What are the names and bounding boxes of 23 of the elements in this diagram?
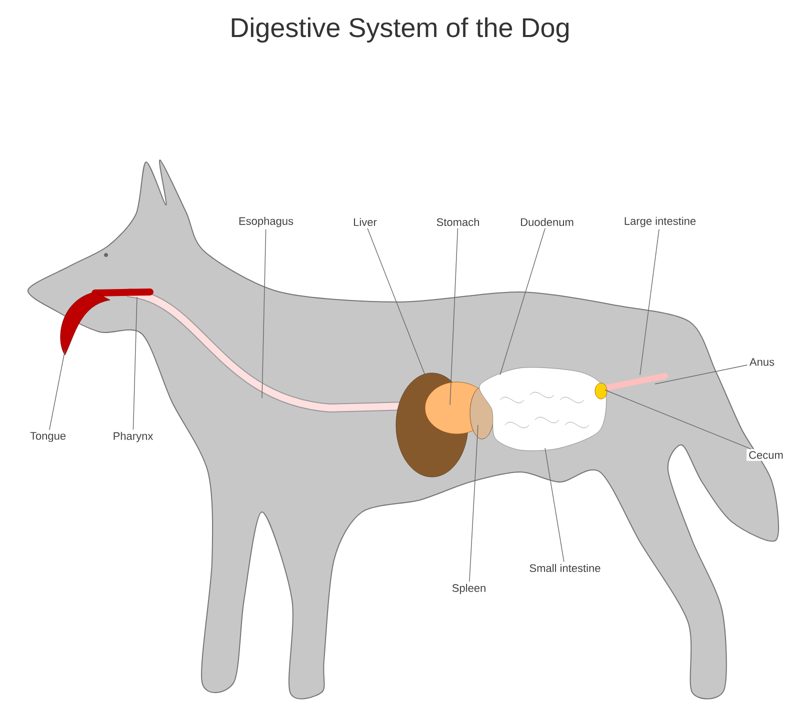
leader-line (604, 390, 752, 450)
leader-line (367, 228, 426, 376)
part-label: Esophagus (236, 214, 296, 230)
leader-line (262, 228, 266, 398)
part-label: Small intestine (527, 562, 603, 574)
part-label: Cecum (746, 449, 786, 461)
part-label: Liver (351, 216, 379, 228)
title: Digestive System of the Dog (232, 17, 569, 43)
part-label: Spleen (450, 582, 488, 596)
leader-line (49, 350, 66, 430)
leader-line (500, 228, 546, 376)
leader-line (640, 228, 660, 376)
part-label: Large intestine (622, 214, 698, 230)
leader-line (450, 228, 458, 406)
part-label: Anus (747, 356, 777, 368)
part-label: Pharynx (110, 430, 156, 444)
leader-line (469, 424, 478, 582)
part-label: Duodenum (518, 216, 576, 228)
leader-line (544, 448, 564, 562)
part-label: Stomach (434, 216, 482, 228)
part-label: Tongue (28, 430, 68, 444)
leader-line (654, 364, 748, 384)
leader-line (132, 296, 138, 430)
